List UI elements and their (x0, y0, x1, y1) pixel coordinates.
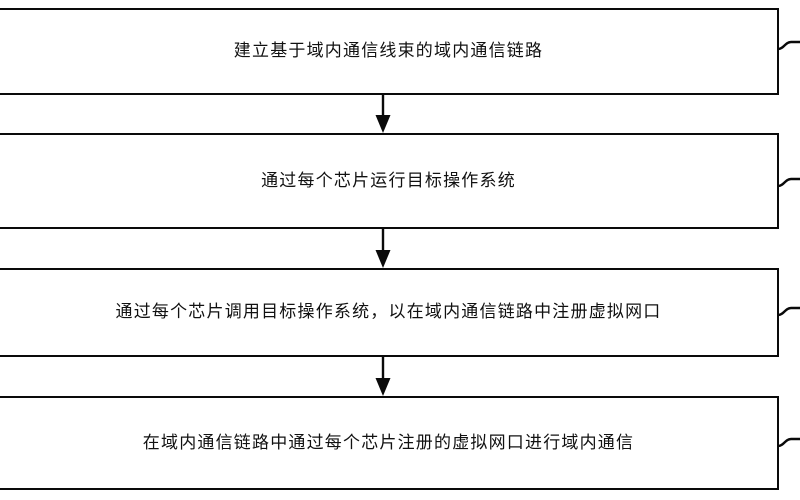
leader-line-icon-step-1 (777, 40, 800, 51)
down-arrow-icon-step-2-to-step-3 (375, 229, 391, 268)
flow-box-label-step-2: 通过每个芯片运行目标操作系统 (261, 170, 516, 191)
down-arrow-icon-step-1-to-step-2 (375, 95, 391, 133)
flow-box-label-step-1: 建立基于域内通信线束的域内通信链路 (233, 41, 544, 62)
down-arrow-icon-step-3-to-step-4 (375, 357, 391, 396)
flow-box-step-1[interactable]: 建立基于域内通信线束的域内通信链路 (0, 8, 779, 95)
flow-box-step-2[interactable]: 通过每个芯片运行目标操作系统 (0, 133, 779, 229)
leader-line-icon-step-4 (777, 437, 800, 448)
leader-line-icon-step-2 (777, 177, 800, 188)
flow-box-label-step-3: 通过每个芯片调用目标操作系统，以在域内通信链路中注册虚拟网口 (115, 302, 662, 323)
flow-box-step-3[interactable]: 通过每个芯片调用目标操作系统，以在域内通信链路中注册虚拟网口 (0, 268, 779, 357)
flow-box-label-step-4: 在域内通信链路中通过每个芯片注册的虚拟网口进行域内通信 (142, 432, 635, 453)
leader-line-icon-step-3 (777, 306, 800, 317)
flow-box-step-4[interactable]: 在域内通信链路中通过每个芯片注册的虚拟网口进行域内通信 (0, 396, 779, 490)
